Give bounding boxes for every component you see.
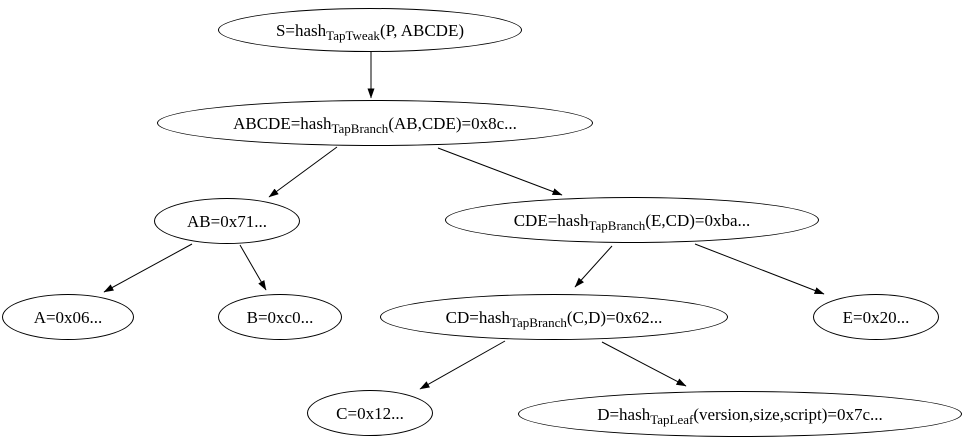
node-label: B=0xc0... xyxy=(246,307,314,327)
edge-cde-cd xyxy=(574,245,613,288)
node-label: S=hashTapTweak(P, ABCDE) xyxy=(275,20,465,43)
node-c: C=0x12... xyxy=(307,390,433,436)
edge-abcde-ab xyxy=(268,146,338,198)
node-abcde-tapbranch: ABCDE=hashTapBranch(AB,CDE)=0x8c... xyxy=(157,100,593,146)
node-label: C=0x12... xyxy=(336,403,404,423)
node-a: A=0x06... xyxy=(2,294,134,340)
edge-cde-e xyxy=(694,243,825,295)
edge-cd-d xyxy=(601,341,687,387)
edge-abcde-cde xyxy=(437,147,563,196)
node-b: B=0xc0... xyxy=(218,294,342,340)
node-label: ABCDE=hashTapBranch(AB,CDE)=0x8c... xyxy=(233,113,517,136)
node-label: A=0x06... xyxy=(33,307,103,327)
node-label: CD=hashTapBranch(C,D)=0x62... xyxy=(445,307,663,330)
edge-ab-a xyxy=(103,243,193,293)
node-ab: AB=0x71... xyxy=(154,198,300,244)
node-cd-tapbranch: CD=hashTapBranch(C,D)=0x62... xyxy=(380,294,728,340)
edge-cd-c xyxy=(419,340,506,390)
node-label: E=0x20... xyxy=(842,307,910,327)
node-d-tapleaf: D=hashTapLeaf(version,size,script)=0x7c.… xyxy=(518,391,962,437)
node-s-taptweak: S=hashTapTweak(P, ABCDE) xyxy=(218,8,522,52)
node-e: E=0x20... xyxy=(813,294,939,340)
node-label: CDE=hashTapBranch(E,CD)=0xba... xyxy=(513,210,751,233)
edge-ab-b xyxy=(239,244,267,291)
node-label: AB=0x71... xyxy=(187,211,267,231)
node-label: D=hashTapLeaf(version,size,script)=0x7c.… xyxy=(597,404,883,427)
node-cde-tapbranch: CDE=hashTapBranch(E,CD)=0xba... xyxy=(445,197,819,243)
